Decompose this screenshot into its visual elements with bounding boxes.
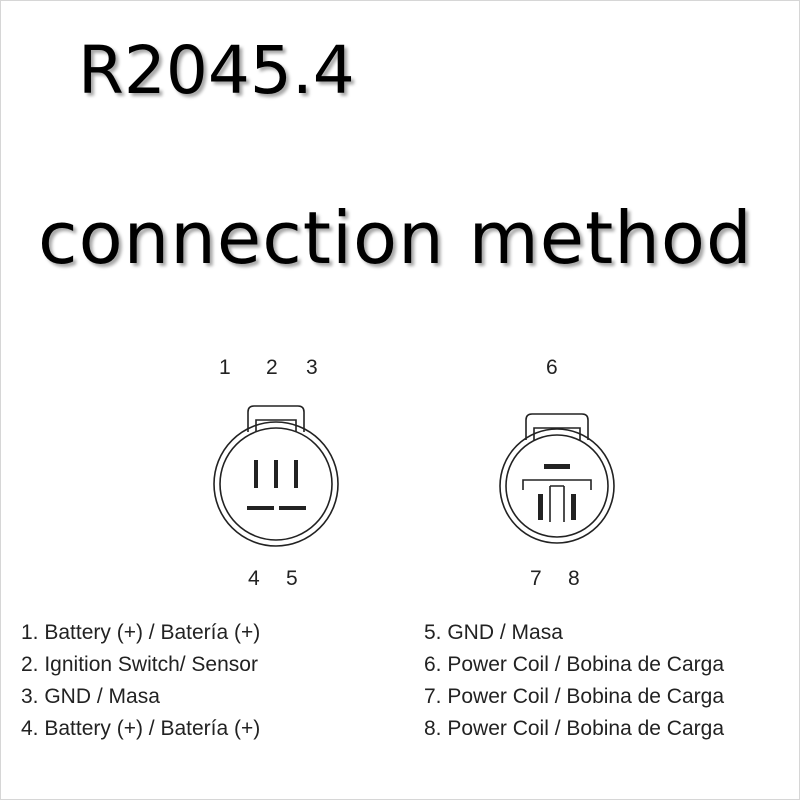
terminal-8 — [571, 494, 576, 520]
connector-right-latch-inner — [533, 427, 581, 440]
pin-label-5: 5 — [286, 567, 298, 590]
legend-right: 5. GND / Masa 6. Power Coil / Bobina de … — [424, 622, 724, 750]
connector-left-inner — [219, 427, 333, 541]
pin-label-4: 4 — [248, 567, 260, 590]
connector-left-latch-inner — [255, 419, 297, 432]
model-title: R2045.4 — [78, 32, 355, 109]
legend-item: 6. Power Coil / Bobina de Carga — [424, 653, 724, 676]
legend-left: 1. Battery (+) / Batería (+) 2. Ignition… — [21, 622, 260, 750]
terminal-3 — [294, 460, 298, 488]
legend-item: 2. Ignition Switch/ Sensor — [21, 653, 258, 676]
legend-item: 4. Battery (+) / Batería (+) — [21, 717, 261, 740]
subtitle: connection method — [38, 196, 753, 280]
connector-right-body — [499, 428, 615, 544]
connector-right — [499, 413, 615, 544]
legend-item: 7. Power Coil / Bobina de Carga — [424, 685, 724, 708]
connector-left-latch — [247, 405, 305, 432]
terminal-housing-inner — [549, 485, 565, 522]
pin-label-2: 2 — [266, 356, 278, 379]
legend-item: 3. GND / Masa — [21, 685, 160, 708]
terminal-7 — [538, 494, 543, 520]
connector-right-inner — [505, 434, 609, 538]
pin-label-7: 7 — [530, 567, 542, 590]
pin-label-3: 3 — [306, 356, 318, 379]
legend-item: 1. Battery (+) / Batería (+) — [21, 621, 261, 644]
pin-label-1: 1 — [219, 356, 231, 379]
pin-label-8: 8 — [568, 567, 580, 590]
terminal-2 — [274, 460, 278, 488]
legend-item: 8. Power Coil / Bobina de Carga — [424, 717, 724, 740]
legend-item: 5. GND / Masa — [424, 621, 563, 644]
connector-left — [213, 405, 339, 547]
terminal-5 — [279, 506, 306, 510]
terminal-housing — [522, 479, 592, 490]
connector-left-body — [213, 421, 339, 547]
terminal-1 — [254, 460, 258, 488]
pin-label-6: 6 — [546, 356, 558, 379]
terminal-6 — [544, 464, 570, 469]
terminal-4 — [247, 506, 274, 510]
connector-right-latch — [525, 413, 589, 440]
